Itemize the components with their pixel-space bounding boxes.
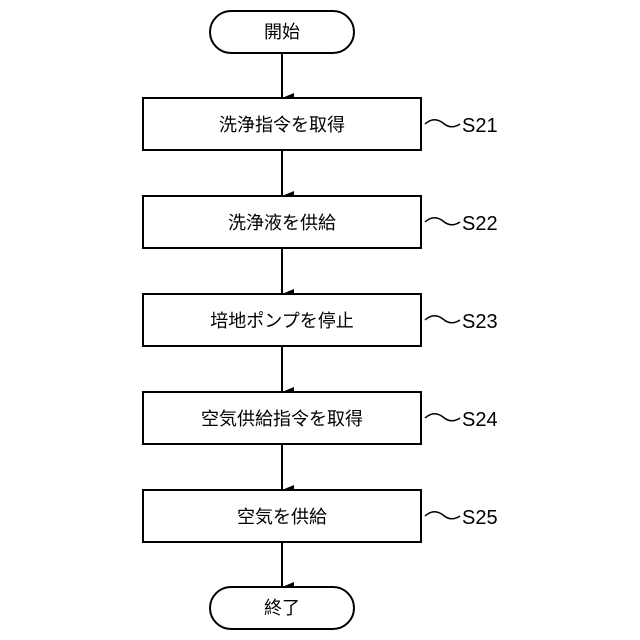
step-leader-line xyxy=(425,414,460,421)
start-label: 開始 xyxy=(264,22,300,43)
step-label: 空気を供給 xyxy=(237,507,327,528)
step-label: 洗浄指令を取得 xyxy=(219,115,345,136)
process-step-s21: 洗浄指令を取得 S21 xyxy=(143,98,498,150)
process-step-s24: 空気供給指令を取得 S24 xyxy=(143,392,498,444)
step-label: 培地ポンプを停止 xyxy=(210,311,353,332)
step-id: S23 xyxy=(462,311,498,333)
step-label: 洗浄液を供給 xyxy=(228,213,336,234)
step-leader-line xyxy=(425,120,460,127)
process-step-s22: 洗浄液を供給 S22 xyxy=(143,196,498,248)
step-label: 空気供給指令を取得 xyxy=(201,409,363,430)
process-step-s25: 空気を供給 S25 xyxy=(143,490,498,542)
step-id: S22 xyxy=(462,213,498,235)
step-id: S21 xyxy=(462,115,498,137)
end-label: 終了 xyxy=(264,598,300,619)
step-id: S24 xyxy=(462,409,498,431)
start-terminal: 開始 xyxy=(210,11,354,53)
process-step-s23: 培地ポンプを停止 S23 xyxy=(143,294,498,346)
step-leader-line xyxy=(425,218,460,225)
end-terminal: 終了 xyxy=(210,587,354,629)
step-id: S25 xyxy=(462,507,498,529)
step-leader-line xyxy=(425,512,460,519)
step-leader-line xyxy=(425,316,460,323)
